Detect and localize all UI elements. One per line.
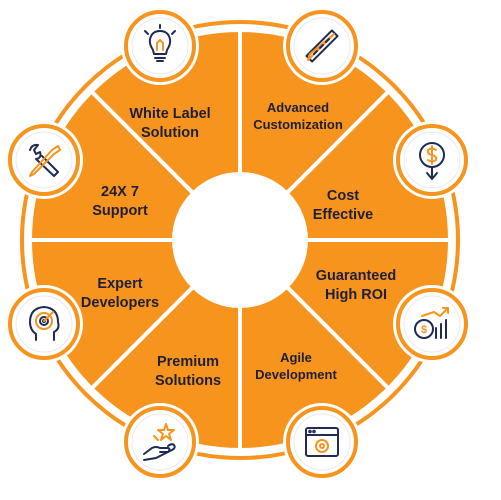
icon-badge-inner-ring bbox=[131, 413, 189, 471]
outer-ring bbox=[20, 20, 460, 460]
segment-guaranteed-roi bbox=[238, 284, 391, 452]
label-line: Premium bbox=[157, 354, 219, 370]
icon-badge-inner-ring bbox=[293, 413, 351, 471]
browser-gear-icon bbox=[305, 427, 339, 457]
icon-badge-inner-ring bbox=[15, 295, 73, 353]
icon-badge-inner-ring bbox=[403, 295, 461, 353]
pencil-ruler-icon bbox=[305, 29, 339, 63]
label-support: 24X 7 Support bbox=[92, 184, 148, 219]
label-line: Solution bbox=[141, 125, 199, 141]
label-line: Solutions bbox=[155, 373, 221, 389]
label-line: Effective bbox=[313, 207, 373, 223]
svg-text:$: $ bbox=[421, 324, 427, 336]
icon-badge-inner-ring bbox=[15, 131, 73, 189]
icon-badge-agile-development bbox=[286, 406, 358, 478]
label-line: White Label bbox=[129, 106, 210, 122]
dollar-down-arrow-icon bbox=[419, 142, 445, 180]
segment-support bbox=[89, 28, 242, 196]
wrench-screwdriver-icon bbox=[29, 143, 61, 177]
icon-badge-inner-ring bbox=[293, 17, 351, 75]
label-line: Expert bbox=[97, 276, 142, 292]
hand-star-icon bbox=[143, 423, 176, 461]
coin-bar-chart-icon: $ bbox=[414, 307, 449, 339]
label-line: Customization bbox=[253, 117, 343, 132]
label-line: Developers bbox=[81, 295, 159, 311]
label-line: Advanced bbox=[267, 100, 329, 115]
icon-badge-inner-ring bbox=[403, 131, 461, 189]
icon-badge-inner-ring bbox=[131, 17, 189, 75]
icon-badge-white-label bbox=[124, 10, 196, 82]
icon-badge-premium-solutions bbox=[124, 406, 196, 478]
label-line: 24X 7 bbox=[101, 184, 139, 200]
head-target-icon bbox=[29, 306, 60, 341]
label-line: Development bbox=[255, 367, 337, 382]
lightbulb-icon bbox=[144, 24, 176, 62]
label-line: Support bbox=[92, 203, 148, 219]
label-line: Agile bbox=[280, 350, 312, 365]
label-line: Cost bbox=[327, 188, 359, 204]
label-line: Guaranteed bbox=[316, 268, 397, 284]
center-hub bbox=[176, 176, 304, 304]
label-line: High ROI bbox=[325, 287, 387, 303]
